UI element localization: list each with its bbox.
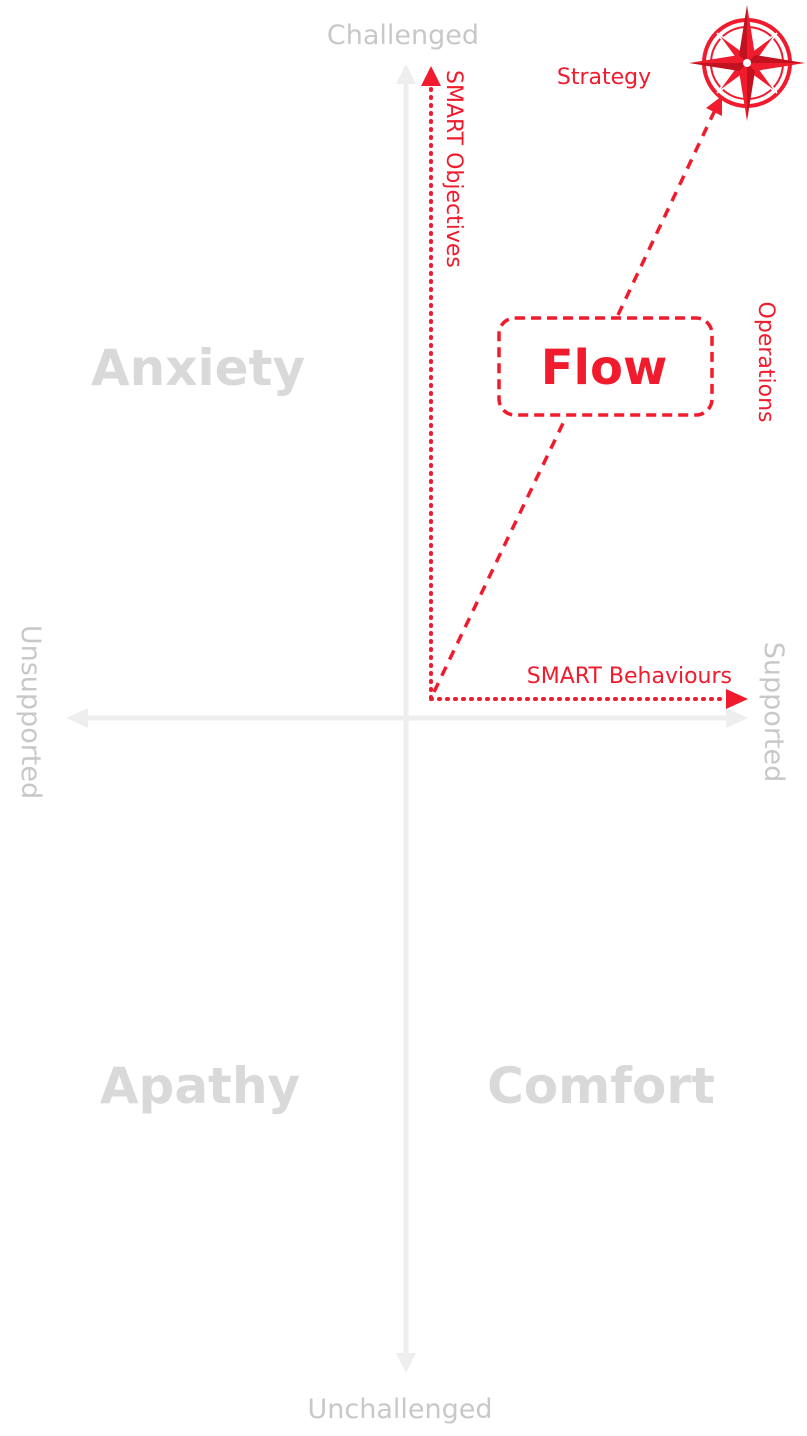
axis-arrow-left	[66, 708, 88, 728]
strategy-label: Strategy	[557, 65, 651, 90]
quadrant-label-anxiety: Anxiety	[91, 339, 305, 397]
smart-objectives-arrowhead	[421, 66, 441, 86]
quadrant-label-apathy: Apathy	[100, 1057, 300, 1115]
flow-label: Flow	[541, 340, 668, 396]
flow-diagonal-arrowhead	[706, 96, 722, 116]
axis-label-challenged: Challenged	[327, 20, 479, 51]
compass-rose-icon	[689, 5, 805, 121]
axis-label-unchallenged: Unchallenged	[308, 1394, 493, 1425]
operations-label: Operations	[753, 302, 778, 423]
axis-label-supported: Supported	[758, 642, 789, 782]
axes	[66, 64, 748, 1373]
smart-objectives-label: SMART Objectives	[441, 70, 466, 268]
flow-box	[497, 316, 714, 417]
axis-arrow-up	[396, 64, 416, 84]
flow-diagonal-upper	[616, 107, 718, 316]
axis-label-unsupported: Unsupported	[15, 625, 46, 799]
flow-diagonal-lower	[432, 416, 568, 693]
axis-arrow-right	[726, 708, 748, 728]
smart-behaviours-label: SMART Behaviours	[527, 664, 732, 689]
quadrant-label-comfort: Comfort	[487, 1057, 715, 1115]
axis-arrow-down	[396, 1353, 416, 1373]
smart-behaviours-arrowhead	[726, 689, 748, 709]
